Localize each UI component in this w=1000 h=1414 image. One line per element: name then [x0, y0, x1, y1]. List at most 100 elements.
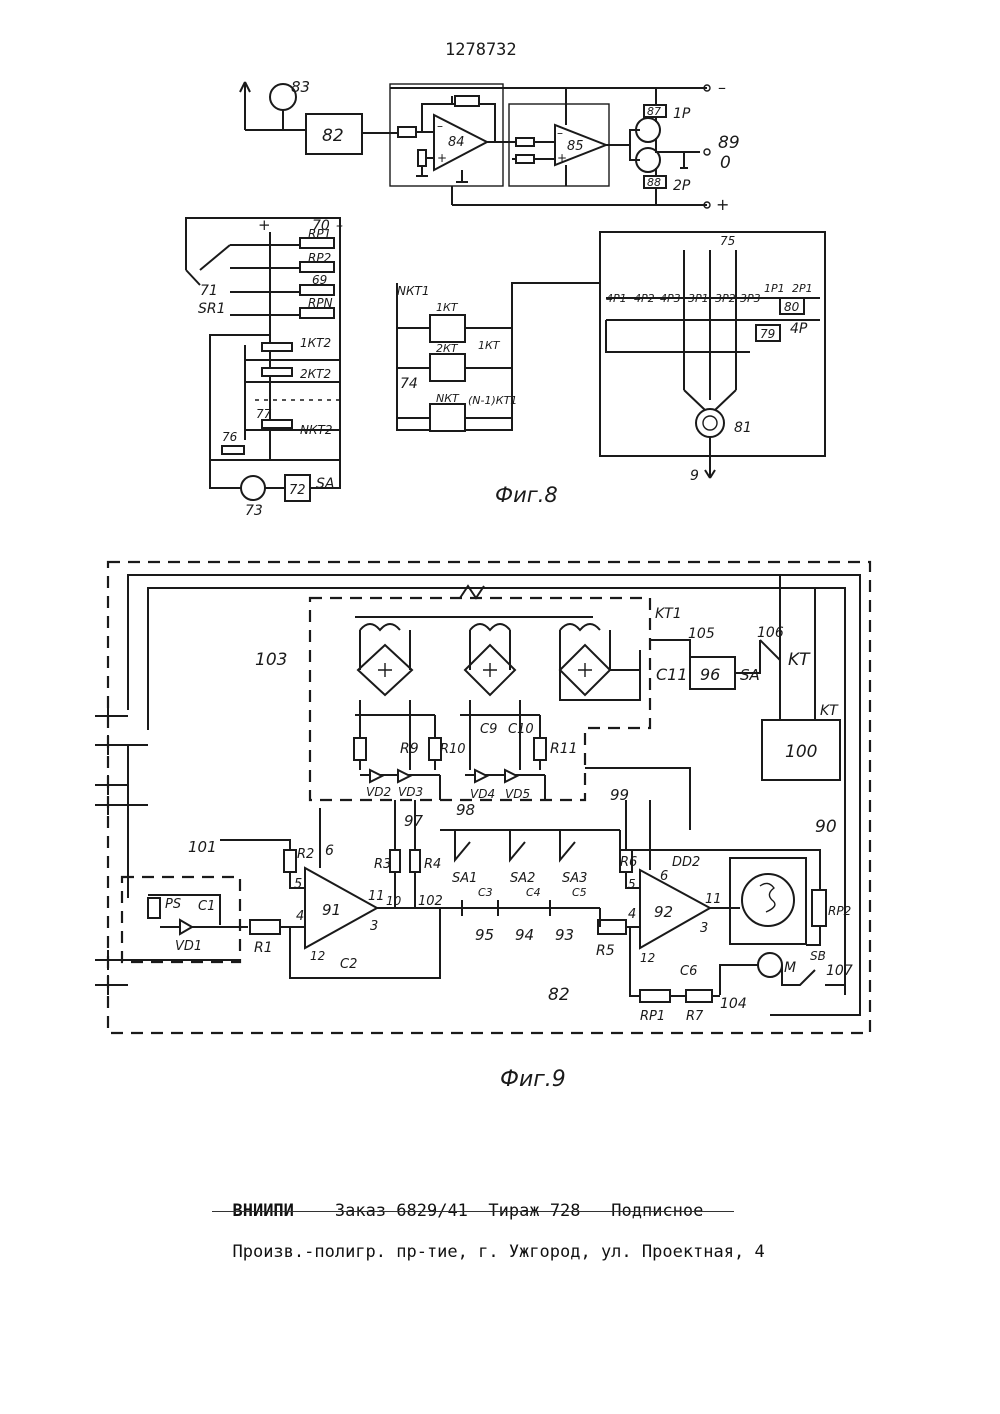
- label-73: 73: [245, 503, 263, 519]
- fig8-ladder-circuit: + 70 – RP1 RP2 69 RPN 71 SR1 1КТ2 2КТ2 N…: [186, 216, 343, 519]
- label-r3: R3: [374, 857, 391, 872]
- svg-text:+: +: [557, 151, 567, 165]
- label-kt-2: KT: [820, 703, 839, 719]
- label-m: M: [784, 960, 796, 976]
- label-vd1: VD1: [175, 939, 202, 954]
- label-kt: KT: [788, 650, 811, 670]
- label-c2: C2: [340, 957, 357, 972]
- pin-91-12: 12: [310, 949, 325, 963]
- label-sa-fig8: SA: [316, 476, 334, 492]
- label-83: 83: [291, 78, 310, 96]
- coil-nkt: NКТ: [436, 392, 460, 405]
- imprint-divider: [212, 1211, 734, 1212]
- label-98: 98: [456, 801, 475, 819]
- fig8-motor-panel: 75 4P1 4P2 4P3 3P1 3P2 3P3 1P1 2P1 80 79…: [600, 232, 825, 484]
- label-77: 77: [256, 407, 272, 421]
- label-102: 102: [418, 894, 443, 909]
- label-c1: C1: [198, 899, 215, 914]
- contact-4p3: 4P3: [660, 292, 681, 305]
- label-r7: R7: [686, 1009, 704, 1024]
- contact-2p1: 2P1: [792, 282, 813, 295]
- contact-3p1: 3P1: [688, 292, 709, 305]
- pin-91-6: 6: [325, 843, 334, 859]
- label-106: 106: [757, 625, 784, 641]
- label-103: 103: [255, 650, 287, 670]
- label-76: 76: [222, 430, 238, 444]
- label-4p: 4P: [790, 321, 808, 337]
- switch-sa3: SA3: [562, 871, 587, 886]
- imprint-line-2: Произв.-полигр. пр-тие, г. Ужгород, ул. …: [212, 1222, 765, 1262]
- block-80-label: 80: [784, 300, 800, 314]
- block-82-label: 82: [322, 126, 344, 146]
- label-ps: PS: [165, 897, 181, 912]
- label-rpn: RPN: [308, 296, 333, 310]
- label-r9: R9: [400, 741, 419, 757]
- label-1p: 1P: [673, 106, 691, 122]
- label-c11: C11: [656, 665, 688, 684]
- svg-text:+: +: [258, 216, 271, 234]
- label-vd2: VD2: [366, 785, 391, 799]
- svg-text:+: +: [437, 151, 447, 165]
- label-105: 105: [688, 626, 715, 642]
- label-vd4: VD4: [470, 787, 495, 801]
- label-104: 104: [720, 996, 747, 1012]
- block-79-label: 79: [760, 327, 775, 341]
- label-rp2: RP2: [828, 904, 851, 918]
- cap-c4: C4: [526, 886, 541, 899]
- label-r6: R6: [620, 855, 637, 870]
- coil-1kt: 1КТ: [436, 301, 459, 314]
- label-69: 69: [312, 273, 327, 287]
- terminal-0: 0: [720, 153, 731, 173]
- label-90: 90: [815, 817, 837, 837]
- label-82: 82: [548, 985, 570, 1005]
- fig8-timer-chain: NКТ1 1КТ 2КТ NКТ 1КТ (N-1)КТ1 74: [397, 283, 600, 431]
- amp-84-label: 84: [448, 135, 465, 150]
- coil-2kt: 2КТ: [436, 342, 459, 355]
- label-r2: R2: [297, 847, 314, 862]
- cap-c5: C5: [572, 886, 587, 899]
- pin-92-12: 12: [640, 951, 655, 965]
- svg-text:–: –: [336, 218, 343, 234]
- label-c9: C9: [480, 722, 497, 737]
- contact-1kt2: 1КТ2: [300, 336, 331, 350]
- contact-1p1: 1P1: [764, 282, 785, 295]
- label-94: 94: [515, 926, 534, 944]
- label-71: 71: [200, 283, 218, 299]
- label-vd5: VD5: [505, 787, 530, 801]
- label-r1: R1: [254, 940, 273, 956]
- label-kt1: KT1: [655, 606, 682, 622]
- contact-3p3: 3P3: [740, 292, 761, 305]
- label-sr1: SR1: [198, 301, 226, 317]
- label-c10: C10: [508, 722, 534, 737]
- pin-91-3: 3: [370, 919, 378, 934]
- label-c6: C6: [680, 964, 697, 979]
- terminal-plus: +: [716, 195, 729, 214]
- contact-4p2: 4P2: [634, 292, 655, 305]
- contact-n1kt1: (N-1)КТ1: [468, 394, 517, 407]
- block-72-label: 72: [289, 483, 306, 498]
- label-93: 93: [555, 926, 574, 944]
- label-rp1: RP1: [640, 1009, 665, 1024]
- label-sa-fig9: SA: [740, 666, 760, 684]
- fig8-amplifier-circuit: 83 82 84 – + 85 – + 87 88 1P: [240, 78, 740, 214]
- label-9: 9: [690, 468, 699, 484]
- svg-text:–: –: [437, 119, 443, 133]
- block-100-label: 100: [785, 742, 817, 762]
- label-r5: R5: [596, 943, 615, 959]
- label-dd2: DD2: [672, 855, 700, 870]
- contact-4p1: 4P1: [606, 292, 627, 305]
- label-107: 107: [826, 963, 853, 979]
- label-rp2: RP2: [308, 251, 331, 265]
- pin-91-4: 4: [296, 909, 304, 924]
- pin-91-11: 11: [368, 889, 385, 904]
- motor-81-label: 81: [734, 420, 752, 436]
- cap-c3: C3: [478, 886, 493, 899]
- switch-sa2: SA2: [510, 871, 535, 886]
- relay-88-label: 88: [647, 176, 661, 189]
- terminal-minus: –: [718, 78, 726, 97]
- label-97: 97: [404, 812, 424, 830]
- label-2p: 2P: [673, 178, 691, 194]
- fig9-caption: Фиг.9: [500, 1067, 566, 1092]
- label-sb: SB: [810, 949, 826, 963]
- pin-91-5: 5: [294, 877, 302, 892]
